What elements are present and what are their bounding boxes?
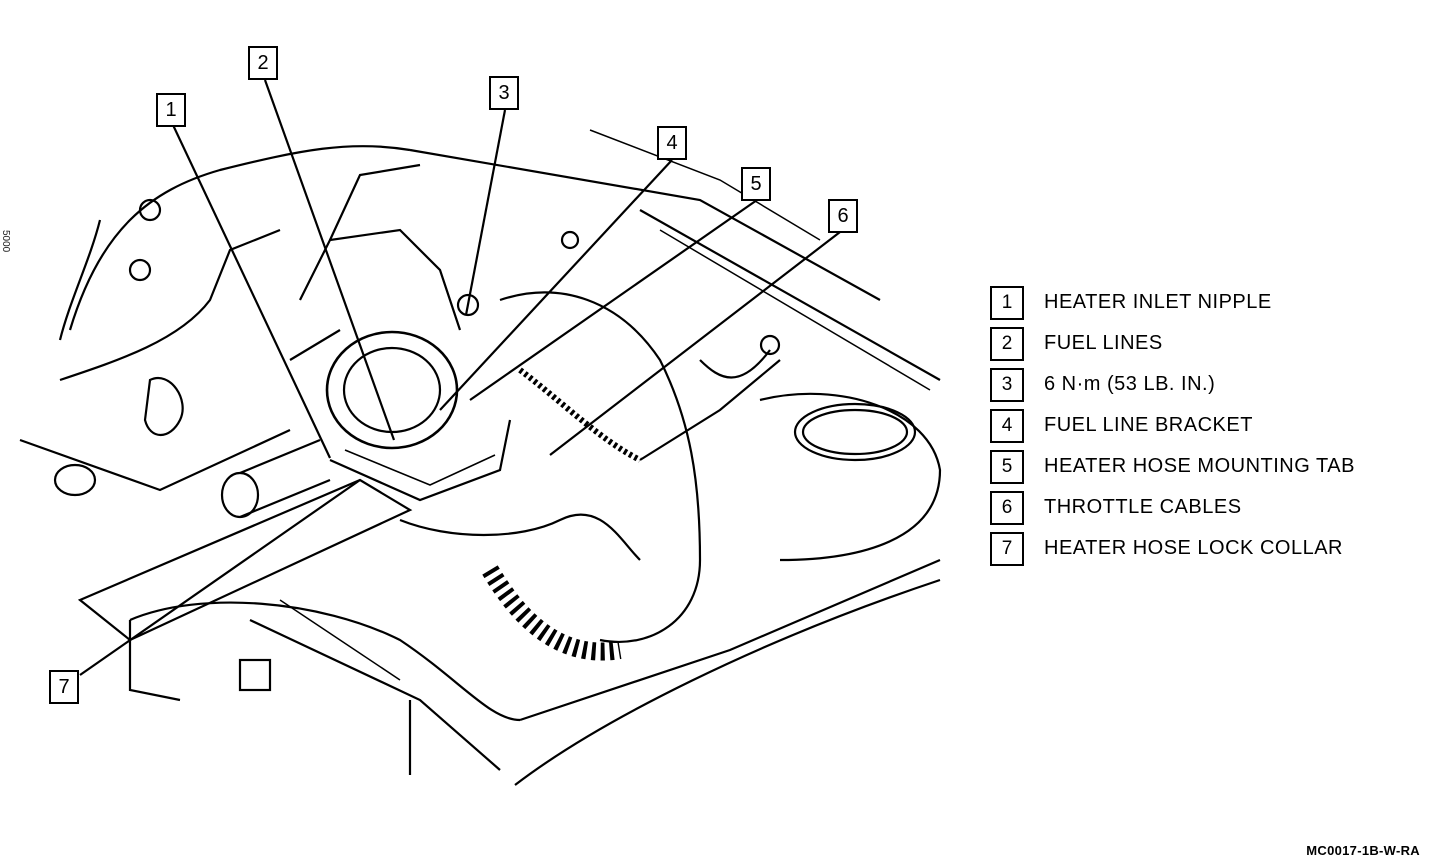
legend-item: 1 HEATER INLET NIPPLE [990, 282, 1430, 323]
callout-3: 3 [489, 76, 519, 110]
strut-tower [793, 402, 917, 462]
legend-label: HEATER INLET NIPPLE [1044, 291, 1272, 313]
legend: 1 HEATER INLET NIPPLE 2 FUEL LINES 3 6 N… [990, 282, 1430, 569]
leader-lines [79, 79, 841, 676]
legend-label: THROTTLE CABLES [1044, 496, 1242, 518]
callout-2: 2 [248, 46, 278, 80]
callout-7: 7 [49, 670, 79, 704]
engine-compartment-drawing [19, 79, 942, 786]
callout-1: 1 [156, 93, 186, 127]
legend-number: 4 [990, 408, 1024, 443]
heater-hose [77, 478, 413, 642]
legend-item: 6 THROTTLE CABLES [990, 487, 1430, 528]
legend-number: 5 [990, 449, 1024, 484]
fender-outline [68, 144, 411, 331]
legend-label: FUEL LINE BRACKET [1044, 414, 1253, 436]
legend-label: HEATER HOSE MOUNTING TAB [1044, 455, 1355, 477]
legend-item: 2 FUEL LINES [990, 323, 1430, 364]
corrugated-hose [482, 565, 622, 661]
callout-4: 4 [657, 126, 687, 160]
figure-code: MC0017-1B-W-RA [1306, 843, 1420, 858]
legend-number: 1 [990, 285, 1024, 320]
legend-label: FUEL LINES [1044, 332, 1163, 354]
legend-label: 6 N·m (53 LB. IN.) [1044, 373, 1216, 395]
throttle-body [325, 330, 459, 450]
legend-item: 4 FUEL LINE BRACKET [990, 405, 1430, 446]
legend-number: 3 [990, 367, 1024, 402]
intake-plenum [499, 291, 702, 643]
legend-item: 5 HEATER HOSE MOUNTING TAB [990, 446, 1430, 487]
side-mark: 5000 [0, 230, 11, 253]
legend-label: HEATER HOSE LOCK COLLAR [1044, 537, 1343, 559]
legend-item: 7 HEATER HOSE LOCK COLLAR [990, 528, 1430, 569]
legend-number: 6 [990, 490, 1024, 525]
throttle-cable [518, 367, 642, 463]
legend-number: 2 [990, 326, 1024, 361]
legend-number: 7 [990, 531, 1024, 566]
callout-6: 6 [828, 199, 858, 233]
callout-5: 5 [741, 167, 771, 201]
legend-item: 3 6 N·m (53 LB. IN.) [990, 364, 1430, 405]
